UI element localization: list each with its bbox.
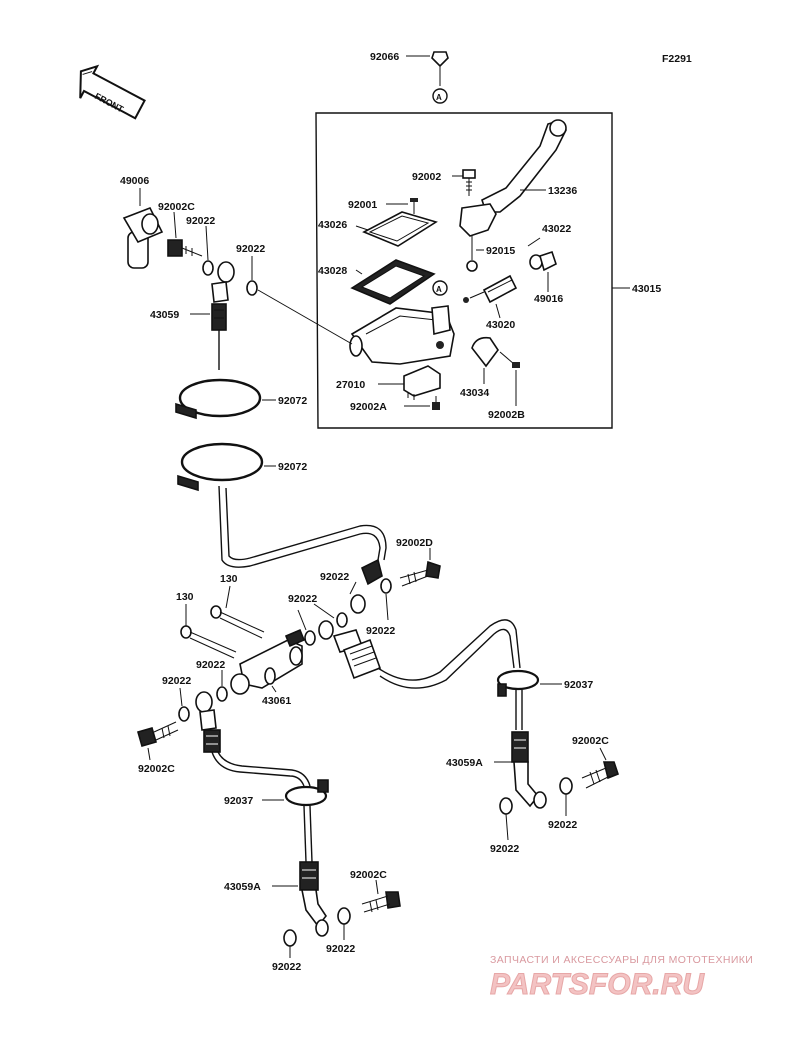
label-92015: 92015 xyxy=(486,245,515,257)
label-92022-c: 92022 xyxy=(366,625,395,637)
part-92022-washer-c xyxy=(380,578,392,594)
label-43026: 43026 xyxy=(318,219,347,231)
label-27010: 27010 xyxy=(336,379,365,391)
label-92022-i: 92022 xyxy=(548,819,577,831)
part-92015-nut xyxy=(466,236,478,272)
part-92066-cap xyxy=(431,51,449,104)
marker-a-top: A xyxy=(436,93,442,102)
part-43026-cover xyxy=(362,211,438,247)
part-130-bolt-b xyxy=(180,625,237,659)
part-92037-clamp-right xyxy=(496,669,540,697)
label-92022-b: 92022 xyxy=(236,243,265,255)
part-13236-lever xyxy=(459,119,567,237)
label-92002A: 92002A xyxy=(350,401,387,413)
label-92072-b: 92072 xyxy=(278,461,307,473)
label-92002C-top: 92002C xyxy=(158,201,195,213)
front-arrow-icon xyxy=(79,64,146,120)
part-43061-joint xyxy=(230,628,306,695)
part-49006-bleeder-cap xyxy=(122,206,164,269)
part-92022-washer-k xyxy=(337,907,351,925)
part-left-banjo-hose-fitting xyxy=(195,691,221,753)
part-92002C-left-bolt xyxy=(137,721,179,747)
label-92002C-bottom: 92002C xyxy=(350,869,387,881)
part-92022-washer-j xyxy=(283,929,297,947)
label-43059: 43059 xyxy=(150,309,179,321)
part-92022-washer-f xyxy=(304,630,316,646)
label-92022-h: 92022 xyxy=(490,843,519,855)
part-92037-clamp-left xyxy=(284,779,329,807)
part-banjo-fitting-center xyxy=(350,558,383,614)
label-49016: 49016 xyxy=(534,293,563,305)
label-43028: 43028 xyxy=(318,265,347,277)
label-92037-left: 92037 xyxy=(224,795,253,807)
part-92022-washer-h xyxy=(499,797,513,815)
label-43022: 43022 xyxy=(542,223,571,235)
part-43020-piston-kit xyxy=(463,274,518,304)
watermark-brand: PARTSFOR.RU xyxy=(490,968,705,1001)
label-92022-d: 92022 xyxy=(320,571,349,583)
assembly-frame xyxy=(315,112,613,429)
part-49016-dust-seal xyxy=(539,250,557,272)
part-43034-clamp xyxy=(471,336,520,368)
label-43020: 43020 xyxy=(486,319,515,331)
part-92022-washer-left xyxy=(178,706,190,722)
figure-code: F2291 xyxy=(662,53,692,65)
label-92002C-right: 92002C xyxy=(572,735,609,747)
label-92022-f: 92022 xyxy=(196,659,225,671)
part-92002C-bottom-bolt xyxy=(361,891,401,913)
label-92022-k: 92022 xyxy=(326,943,355,955)
label-92002D: 92002D xyxy=(396,537,433,549)
part-92002C-right-bolt xyxy=(581,761,619,789)
part-43059A-fitting-left xyxy=(299,861,329,937)
label-92002B: 92002B xyxy=(488,409,525,421)
label-92072-a: 92072 xyxy=(278,395,307,407)
label-43061: 43061 xyxy=(262,695,291,707)
part-92022-washer-g xyxy=(216,686,228,702)
label-92001: 92001 xyxy=(348,199,377,211)
part-lower-hose-fitting xyxy=(318,620,382,680)
part-92002D-bolt xyxy=(399,560,441,587)
part-92002C-top-bolt xyxy=(167,239,203,257)
label-13236: 13236 xyxy=(548,185,577,197)
part-130-bolt-a xyxy=(210,605,265,639)
label-92022-a: 92022 xyxy=(186,215,215,227)
part-master-cylinder-body xyxy=(349,280,455,365)
part-43059-hose-fitting xyxy=(211,261,235,331)
part-92001-screw xyxy=(410,198,418,214)
label-43059A-left: 43059A xyxy=(224,881,261,893)
watermark-caption: ЗАПЧАСТИ И АКСЕССУАРЫ ДЛЯ МОТОТЕХНИКИ xyxy=(490,954,753,966)
label-92022-e: 92022 xyxy=(288,593,317,605)
label-92002: 92002 xyxy=(412,171,441,183)
part-27010-switch xyxy=(403,365,441,400)
label-43059A-right: 43059A xyxy=(446,757,483,769)
label-43015: 43015 xyxy=(632,283,661,295)
part-92002A-screw xyxy=(432,396,440,410)
part-92072-clamp-b xyxy=(177,442,264,492)
label-92022-j: 92022 xyxy=(272,961,301,973)
marker-a-body: A xyxy=(436,285,442,294)
label-130-a: 130 xyxy=(220,573,238,585)
label-92066: 92066 xyxy=(370,51,399,63)
part-92022-washer-b xyxy=(246,280,258,296)
label-130-b: 130 xyxy=(176,591,194,603)
label-92022-g: 92022 xyxy=(162,675,191,687)
part-92022-washer-a xyxy=(202,260,214,276)
part-92002-pivot-bolt xyxy=(462,169,476,196)
part-92072-clamp-a xyxy=(175,378,262,420)
part-43028-diaphragm xyxy=(350,259,436,305)
label-43034: 43034 xyxy=(460,387,489,399)
label-49006: 49006 xyxy=(120,175,149,187)
part-43059A-fitting-right xyxy=(511,731,547,809)
part-92022-washer-e xyxy=(336,612,348,628)
label-92037-right: 92037 xyxy=(564,679,593,691)
label-92002C-left: 92002C xyxy=(138,763,175,775)
part-92022-washer-i xyxy=(559,777,573,795)
